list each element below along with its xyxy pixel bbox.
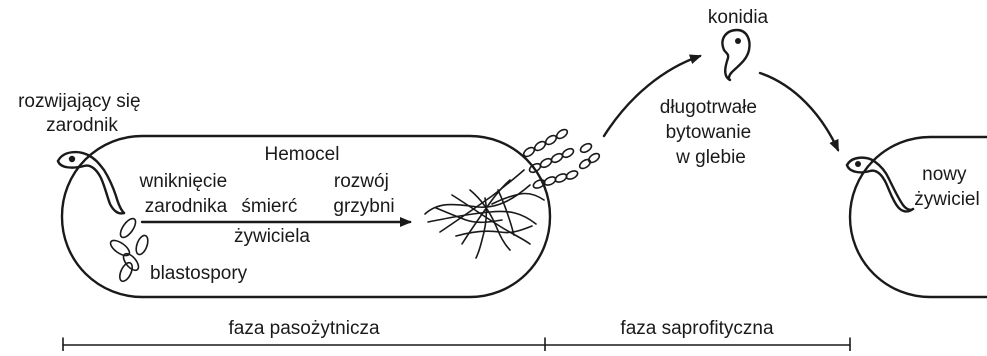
hemocoel-label: Hemocel [265,144,340,165]
phase-scale-bar [63,338,850,351]
blastospore-cluster-icon [108,216,150,283]
spore-penetration-label: wniknięcie zarodnika [139,171,233,217]
conidia-chains-icon [522,128,601,190]
long-term-survival-label: długotrwałe bytowanie w glebie [660,97,762,168]
parasitic-phase-label: faza pasożytnicza [228,318,379,339]
conidia-label: konidia [708,7,769,28]
conidium-icon [722,30,749,80]
developing-spore-icon [58,152,124,213]
new-host-body [850,137,987,297]
blastospores-label: blastospory [150,263,248,284]
developing-spore-label: rozwijający się zarodnik [18,91,146,136]
fungal-development-label: rozwój grzybni [333,171,394,217]
infection-arrow [760,73,838,150]
saprophytic-phase-label: faza saprofityczna [620,318,774,339]
mycelium-icon [425,170,544,258]
new-host-label: nowy żywiciel [914,164,979,210]
